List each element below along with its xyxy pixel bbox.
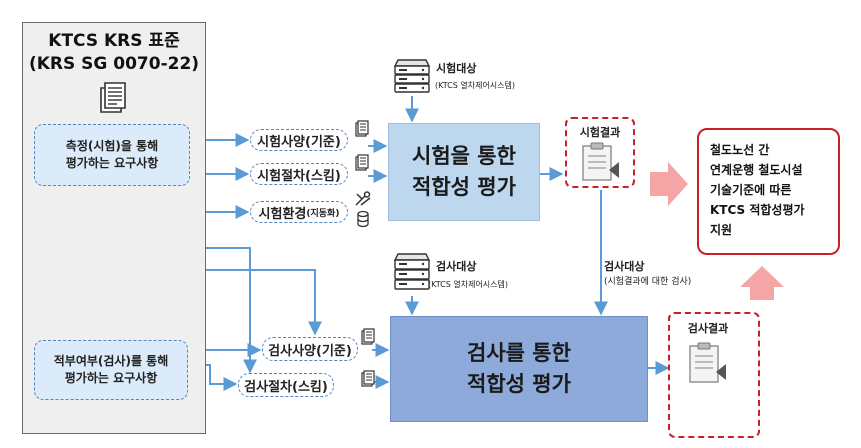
inspect-target-sub: (KTCS 열차제어시스템): [428, 280, 509, 289]
pink-arrow-right: [650, 162, 688, 206]
inspect-flow-label: 검사대상: [604, 260, 645, 273]
test-procedure-doc-icon: [355, 154, 369, 171]
final-outcome-box: 철도노선 간 연계운행 철도시설 기술기준에 따른 KTCS 적합성평가 지원: [697, 128, 840, 255]
final-line4: KTCS 적합성평가: [710, 203, 805, 217]
conformity-requirement-line2: 평가하는 요구사항: [64, 371, 158, 385]
test-environment-pill: 시험환경(지동화): [250, 201, 348, 223]
final-line2: 연계운행 철도시설: [710, 163, 803, 177]
inspect-evaluation-line1: 검사를 통한: [467, 341, 571, 365]
measurement-requirement-line2: 평가하는 요구사항: [65, 156, 159, 170]
tools-icon: [355, 191, 371, 206]
inspect-procedure-pill: 검사절차(스킴): [238, 373, 334, 397]
test-evaluation-box: 시험을 통한 적합성 평가: [388, 123, 540, 221]
inspect-procedure-label: 검사절차(스킴): [244, 379, 328, 395]
test-spec-label: 시험사양(기준): [257, 134, 341, 150]
test-procedure-pill: 시험절차(스킴): [250, 163, 348, 185]
inspect-target-server-icon: [393, 253, 431, 290]
inspect-spec-doc-icon: [361, 328, 375, 345]
test-environment-label: 시험환경: [258, 206, 307, 222]
test-result-label: 시험결과: [579, 126, 621, 139]
test-spec-pill: 시험사양(기준): [250, 129, 348, 151]
standard-title: KTCS KRS 표준 (KRS SG 0070-22): [24, 30, 204, 76]
conformity-requirement-line1: 적부여부(검사)를 통해: [53, 354, 169, 368]
inspect-spec-label: 검사사양(기준): [268, 343, 352, 359]
conformity-requirement: 적부여부(검사)를 통해 평가하는 요구사항: [34, 340, 188, 400]
inspect-flow-sub: (시험결과에 대한 검사): [604, 277, 692, 287]
measurement-requirement-line1: 측정(시험)을 통해: [65, 139, 159, 153]
test-target-sub: (KTCS 열차제어시스템): [435, 81, 516, 90]
document-icon: [100, 82, 126, 113]
final-line3: 기술기준에 따른: [710, 183, 792, 197]
test-evaluation-line1: 시험을 통한: [412, 144, 516, 168]
final-line5: 지원: [710, 223, 733, 237]
inspect-result-clipboard-icon: [689, 342, 726, 383]
test-procedure-label: 시험절차(스킴): [257, 168, 341, 184]
test-target-server-icon: [393, 59, 431, 93]
inspect-target-title: 검사대상: [436, 260, 477, 273]
final-line1: 철도노선 간: [710, 143, 770, 157]
database-icon: [357, 210, 369, 228]
standard-title-line2: (KRS SG 0070-22): [28, 54, 200, 74]
pink-arrow-up: [740, 266, 784, 300]
inspect-evaluation-line2: 적합성 평가: [467, 372, 571, 396]
standard-title-line1: KTCS KRS 표준: [48, 31, 180, 51]
inspect-result-label: 검사결과: [687, 322, 729, 335]
inspect-evaluation-box: 검사를 통한 적합성 평가: [390, 316, 648, 422]
inspect-procedure-doc-icon: [361, 370, 375, 387]
measurement-requirement: 측정(시험)을 통해 평가하는 요구사항: [34, 124, 190, 186]
test-target-title: 시험대상: [436, 62, 477, 75]
inspect-spec-pill: 검사사양(기준): [262, 337, 358, 361]
test-result-clipboard-icon: [582, 142, 619, 181]
test-environment-sub: (지동화): [306, 208, 340, 219]
test-evaluation-line2: 적합성 평가: [412, 175, 516, 199]
test-spec-doc-icon: [355, 120, 369, 137]
